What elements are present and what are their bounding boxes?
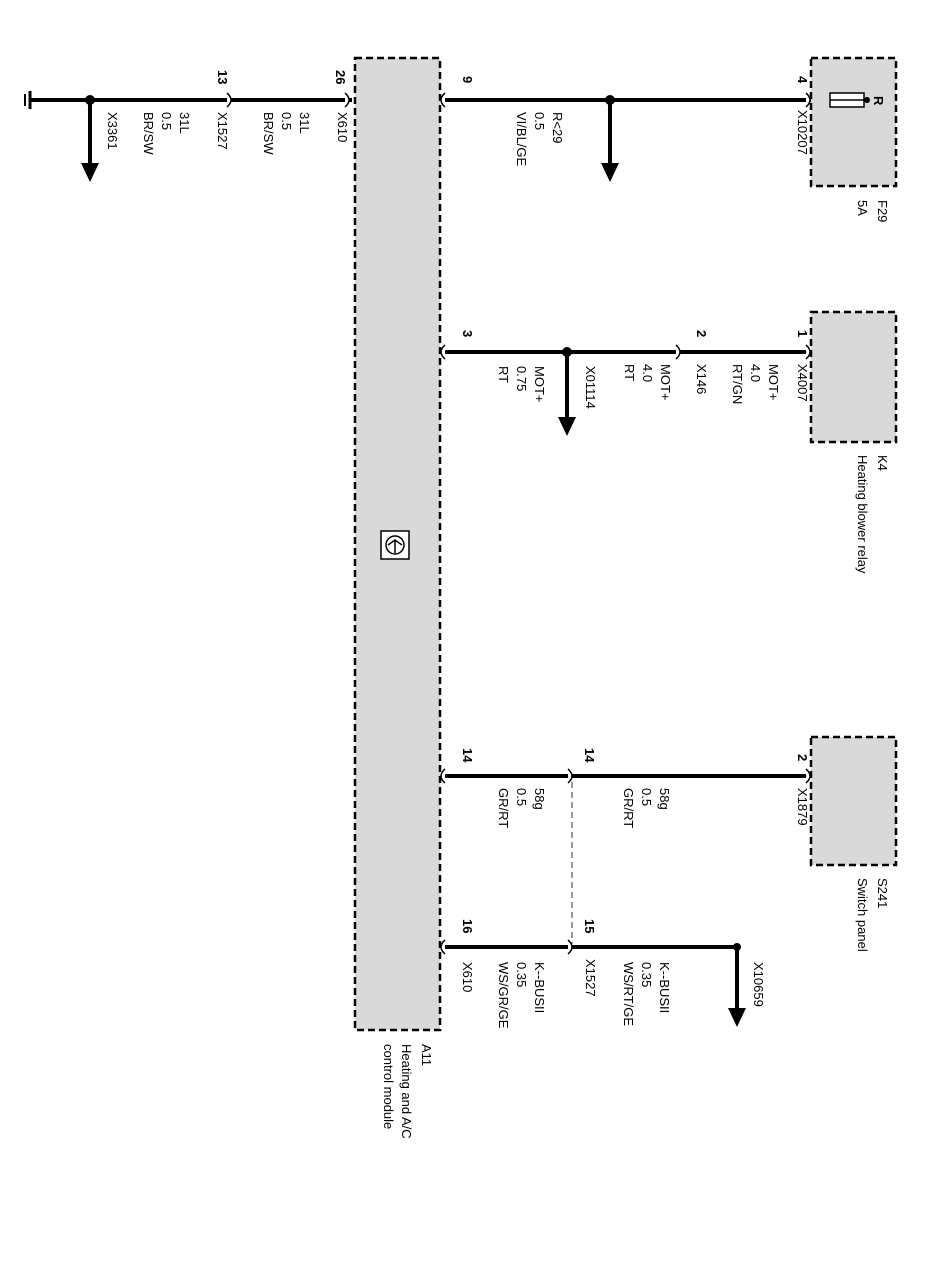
w5a-gauge: 0.5	[279, 112, 294, 130]
w3a-circuit: 58g	[657, 788, 672, 810]
w1-color: VI/BL/GE	[514, 112, 529, 167]
w4a-connector-mid: X1527	[583, 959, 598, 997]
w4b-connector-bottom: X610	[460, 962, 475, 992]
control-module-icon	[380, 530, 410, 560]
s241-ref: S241	[875, 878, 890, 908]
w2c-pin-bottom: 3	[460, 330, 475, 337]
s241-name: Switch panel	[855, 878, 870, 952]
w4b-circuit: K--BUSII	[532, 962, 547, 1013]
pin-hook-3	[440, 344, 446, 360]
w2b-gauge: 4.0	[640, 364, 655, 382]
w4a-color: WS/RT/GE	[621, 962, 636, 1026]
w5b-color: BR/SW	[141, 112, 156, 155]
w3a-gauge: 0.5	[639, 788, 654, 806]
arrow-down-icon	[558, 417, 576, 436]
connector-x1527-13	[226, 92, 232, 108]
pin-hook-k4-1	[805, 344, 811, 360]
k4-name: Heating blower relay	[855, 455, 870, 574]
w2a-connector-top: X4007	[795, 364, 810, 402]
w5b-circuit: 31L	[177, 112, 192, 134]
f29-ref: F29	[875, 200, 890, 222]
w3a-color: GR/RT	[621, 788, 636, 828]
f29-pin-label: R	[871, 96, 886, 106]
pin-hook-s241-2	[805, 768, 811, 784]
connector-x1527-15	[567, 939, 573, 955]
pin-hook-9	[440, 92, 446, 108]
w4b-pin-bottom: 16	[460, 919, 475, 933]
w4a-connector-top: X10659	[751, 962, 766, 1007]
w2b-pin-mid: 2	[694, 330, 709, 337]
w2a-pin-top: 1	[795, 330, 810, 337]
w1-connector-top: X10207	[795, 110, 810, 155]
module-a11	[353, 56, 442, 1032]
w3b-gauge: 0.5	[514, 788, 529, 806]
a11-name-line1: Heating and A/C	[399, 1044, 414, 1139]
w3b-pin-bottom: 14	[460, 748, 475, 763]
arrow-down-icon	[81, 163, 99, 182]
w5c-connector: X3361	[105, 112, 120, 150]
w4b-color: WS/GR/GE	[496, 962, 511, 1029]
pin-hook-16	[440, 939, 446, 955]
pin-hook-14	[440, 768, 446, 784]
w1-gauge: 0.5	[532, 112, 547, 130]
w2c-circuit: MOT+	[532, 366, 547, 402]
pin-hook-26	[344, 92, 350, 108]
a11-ref: A11	[419, 1044, 434, 1066]
w2b-circuit: MOT+	[658, 364, 673, 400]
w5a-circuit: 31L	[297, 112, 312, 134]
w3b-circuit: 58g	[532, 788, 547, 810]
w2a-color: RT/GN	[730, 364, 745, 404]
w2c-gauge: 0.75	[514, 366, 529, 391]
w4b-gauge: 0.35	[514, 962, 529, 987]
f29-name: 5A	[855, 200, 870, 216]
w3b-color: GR/RT	[496, 788, 511, 828]
w1-pin-top: 4	[795, 76, 810, 84]
w1-pin-bottom: 9	[460, 76, 475, 83]
w5a-pin: 26	[333, 70, 348, 84]
fuse-f29-box	[809, 56, 898, 188]
relay-k4	[809, 310, 898, 444]
w5b-gauge: 0.5	[159, 112, 174, 130]
ground-icon	[24, 91, 32, 109]
w3a-connector-top: X1879	[795, 788, 810, 826]
w5b-pin: 13	[215, 70, 230, 84]
switch-panel-s241-box	[809, 735, 898, 867]
relay-k4-box	[809, 310, 898, 444]
w4a-pin-mid: 15	[582, 919, 597, 933]
fuse-f29	[809, 56, 898, 188]
pin-hook-f29-4	[805, 92, 811, 108]
w4a-circuit: K--BUSII	[657, 962, 672, 1013]
w2c-color: RT	[496, 366, 511, 383]
w2b-color: RT	[622, 364, 637, 381]
a11-name-line2: control module	[381, 1044, 396, 1129]
w2b-connector-mid: X146	[694, 364, 709, 394]
w4a-gauge: 0.35	[639, 962, 654, 987]
w2a-circuit: MOT+	[766, 364, 781, 400]
w5b-connector: X1527	[215, 112, 230, 150]
w2a-gauge: 4.0	[748, 364, 763, 382]
connector-x146	[675, 344, 681, 360]
w1-circuit: R<29	[550, 112, 565, 143]
w5a-color: BR/SW	[261, 112, 276, 155]
w2c-splice: X01114	[583, 366, 598, 409]
connector-x1527-14	[567, 768, 573, 784]
k4-ref: K4	[875, 455, 890, 471]
w5a-connector: X610	[335, 112, 350, 142]
arrow-down-icon	[728, 1008, 746, 1027]
w3a-pin-top: 2	[795, 754, 810, 761]
fuse-icon	[829, 92, 865, 108]
fuse-f29-terminal	[864, 97, 870, 103]
switch-panel-s241	[809, 735, 898, 867]
arrow-down-icon	[601, 163, 619, 182]
w3a-pin-mid: 14	[582, 748, 597, 763]
